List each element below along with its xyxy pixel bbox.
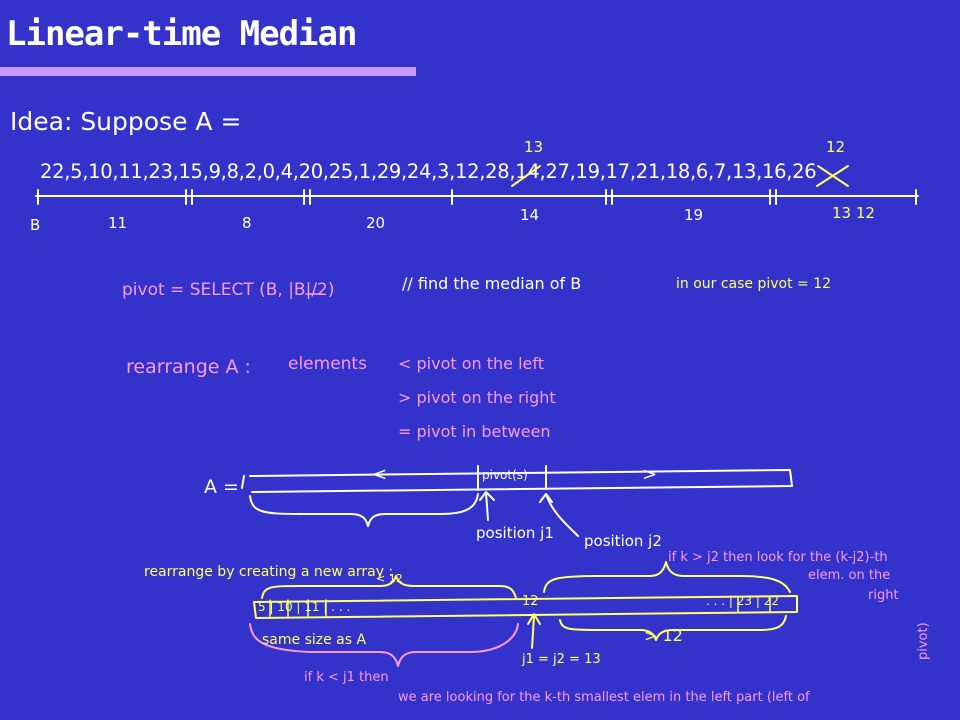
if-k-less: if k < j1 then: [304, 670, 389, 685]
greater-than-12: > 12: [644, 626, 683, 645]
label-13-12: 13 12: [832, 204, 875, 222]
annotation-12: 12: [826, 138, 846, 156]
array-greater: >: [642, 464, 658, 485]
label-19: 19: [684, 206, 704, 224]
label-11: 11: [108, 214, 128, 232]
elem-on-the: elem. on the: [808, 568, 891, 583]
pivot-select: pivot = SELECT (B, |B|/2): [122, 280, 335, 300]
position-j1: position j1: [476, 524, 554, 542]
if-k-greater: if k > j2 then look for the (k-j2)-th: [668, 550, 888, 565]
less-than-12: < 12: [376, 572, 403, 585]
pivot-rotated: pivot): [916, 622, 931, 660]
label-20: 20: [366, 214, 386, 232]
same-size-as-a: same size as A: [262, 632, 367, 648]
title-underline: [0, 67, 416, 76]
array-pivots: pivot(s): [482, 468, 528, 482]
sequence-a: 22,5,10,11,23,15,9,8,2,0,4,20,25,1,29,24…: [40, 160, 817, 183]
right-label: right: [868, 588, 899, 603]
position-j2: position j2: [584, 532, 662, 550]
rule-greater: > pivot on the right: [398, 388, 556, 407]
a-equals: A =: [204, 476, 239, 498]
j1-equals-j2: j1 = j2 = 13: [522, 652, 601, 667]
label-8: 8: [242, 214, 252, 232]
idea-line: Idea: Suppose A =: [10, 107, 242, 136]
rule-equal: = pivot in between: [398, 422, 551, 441]
rearrange-a: rearrange A :: [126, 356, 251, 378]
looking-for-kth: we are looking for the k-th smallest ele…: [398, 690, 810, 705]
new-array-left-cells: 5 | 10 | 11 | . . .: [258, 600, 351, 614]
array-less: <: [372, 464, 388, 485]
rule-less: < pivot on the left: [398, 354, 544, 373]
label-b: B: [30, 216, 41, 234]
in-our-case: in our case pivot = 12: [676, 276, 832, 292]
rearrange-new-array: rearrange by creating a new array :: [144, 564, 394, 580]
slide-title: Linear-time Median: [6, 14, 357, 54]
annotation-13: 13: [524, 138, 544, 156]
find-median-comment: // find the median of B: [402, 274, 582, 293]
new-array-right-cells: . . . | 23 | 22: [706, 594, 779, 608]
label-14: 14: [520, 206, 540, 224]
elements-label: elements: [288, 354, 367, 374]
new-array-pivot-cell: 12: [522, 594, 539, 609]
